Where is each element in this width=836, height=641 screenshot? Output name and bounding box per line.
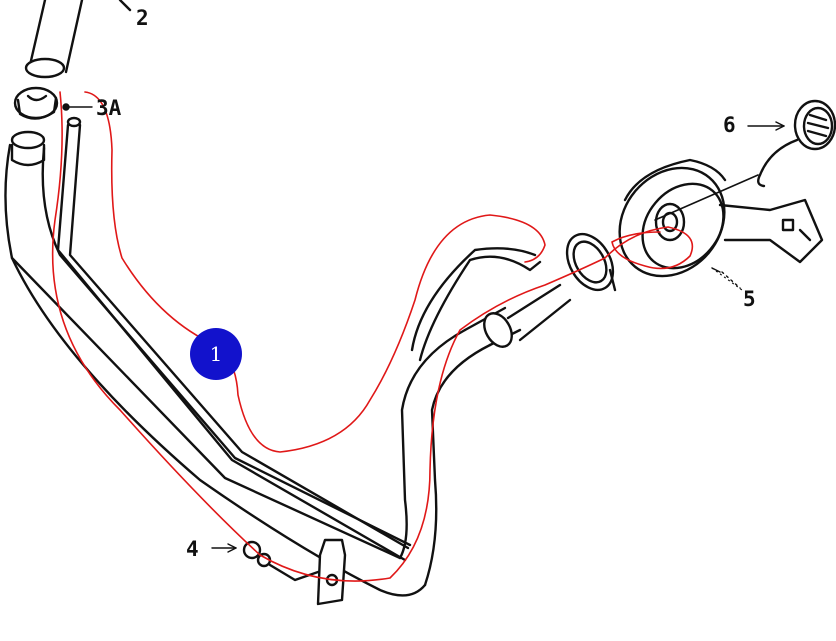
blue-marker-circle: 1 [190, 328, 242, 380]
marker-label: 1 [209, 342, 223, 366]
upper-hose [24, 0, 132, 79]
label-part-5: 5 [743, 287, 756, 311]
hose-clamp [13, 86, 93, 120]
fuel-cap [747, 99, 836, 188]
drain-plug-bracket [211, 538, 347, 606]
filler-pipe [4, 130, 572, 597]
filler-neck-housing [618, 158, 824, 289]
label-part-2: 2 [136, 6, 149, 30]
pipe-coupling [565, 232, 617, 292]
leader-line-5 [711, 267, 743, 291]
label-part-3a: 3A [96, 96, 122, 120]
label-part-4: 4 [186, 537, 199, 561]
red-annotation [51, 91, 694, 582]
label-part-6: 6 [723, 113, 736, 137]
breather-tube [56, 116, 542, 562]
